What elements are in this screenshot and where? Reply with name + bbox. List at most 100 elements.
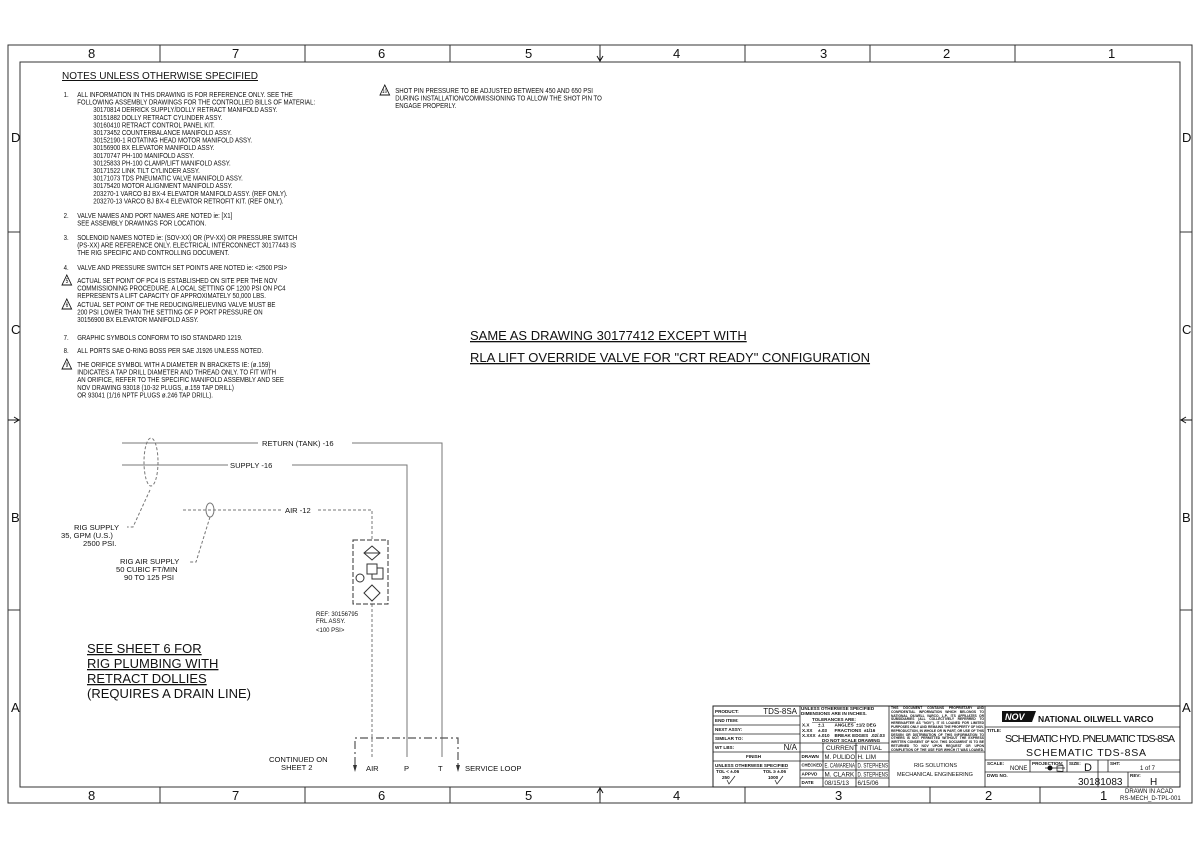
note-line: GRAPHIC SYMBOLS CONFORM TO ISO STANDARD …: [77, 334, 242, 342]
no-scale-note: DO NOT SCALE DRAWING: [822, 738, 881, 743]
note-reference-drawing: 30171522 LINK TILT CYLINDER ASSY.: [93, 167, 200, 175]
note-line: ACTUAL SET POINT OF THE REDUCING/RELIEVI…: [77, 301, 276, 309]
zone-row-label: B: [11, 510, 20, 525]
sheet-note-line: RETRACT DOLLIES: [87, 671, 207, 686]
frl-ref: REF: 30156795: [316, 612, 359, 618]
note-line: INDICATES A TAP DRILL DIAMETER AND THREA…: [77, 369, 276, 377]
next-assy-label: NEXT ASSY:: [715, 727, 743, 732]
port-p: P: [404, 764, 409, 773]
note-reference-drawing: 30175420 MOTOR ALIGNMENT MANIFOLD ASSY.: [93, 183, 232, 191]
continued-sheet: SHEET 2: [281, 763, 313, 772]
zone-row-label: C: [1182, 322, 1191, 337]
note-number: 5: [66, 279, 69, 286]
zone-column-label: 4: [673, 46, 680, 61]
drawing-title-2: SCHEMATIC TDS-8SA: [1026, 747, 1146, 759]
zone-column-label: 7: [232, 46, 239, 61]
schematic: RETURN (TANK) -16 SUPPLY -16 AIR -12 RIG…: [61, 437, 521, 773]
signoff-initial: H. LIM: [858, 754, 877, 761]
tolerance-value: ±.03: [818, 728, 827, 733]
note-line: SHOT PIN PRESSURE TO BE ADJUSTED BETWEEN…: [395, 87, 593, 95]
note-number: 3.: [64, 234, 69, 242]
zone-row-label: D: [1182, 130, 1191, 145]
zone-column-label: 5: [525, 788, 532, 803]
note-line: DURING INSTALLATION/COMMISSIONING TO ALL…: [395, 95, 602, 103]
note-item: 4.VALVE AND PRESSURE SWITCH SET POINTS A…: [64, 264, 288, 272]
logo-text: NOV: [1005, 712, 1026, 722]
air-line-label: AIR -12: [285, 506, 311, 515]
template-id: RS-MECH_D-TPL-001: [1120, 796, 1181, 802]
tol-heading: UNLESS OTHERWISE SPECIFIED: [715, 763, 789, 768]
note-item: 6 ACTUAL SET POINT OF THE REDUCING/RELIEV…: [61, 298, 276, 324]
rig-air-supply-label: RIG AIR SUPPLY: [120, 557, 179, 566]
note-item: 5 ACTUAL SET POINT OF PC4 IS ESTABLISHED …: [61, 274, 286, 300]
tolerance-value: X.XXX: [802, 733, 816, 738]
zone-column-label: 3: [820, 46, 827, 61]
centering-arrow-icon: [8, 50, 1192, 800]
note-number: 10: [382, 89, 387, 96]
tolerance-value: ±.1: [818, 723, 825, 728]
drawing-title-1: SCHEMATIC HYD. PNEUMATIC TDS-8SA: [1005, 733, 1175, 745]
zone-column-label: 6: [378, 46, 385, 61]
note-line: ACTUAL SET POINT OF PC4 IS ESTABLISHED O…: [77, 277, 278, 285]
air-line: [183, 509, 373, 757]
signoff-current: M. PULIDO: [825, 754, 856, 761]
signoff-label: DATE: [802, 780, 814, 785]
tolerance-value: X.X: [802, 723, 810, 728]
note-line: (PS-XX) ARE REFERENCE ONLY. ELECTRICAL I…: [77, 242, 296, 250]
note-item: 10 SHOT PIN PRESSURE TO BE ADJUSTED BETWE…: [379, 84, 602, 111]
note-line: THE RIG SPECIFIC AND CONTROLLING DOCUMEN…: [77, 250, 229, 258]
drawn-in-note: DRAWN IN ACAD: [1125, 789, 1174, 795]
tol-lt: TOL < ±.06: [716, 769, 740, 774]
note-line: ENGAGE PROPERLY.: [395, 103, 456, 111]
zone-column-label: 2: [985, 788, 992, 803]
note-reference-drawing: 30160410 RETRACT CONTROL PANEL KIT.: [93, 122, 215, 130]
note-line: VALVE NAMES AND PORT NAMES ARE NOTED ie:…: [77, 212, 232, 220]
zone-column-label: 5: [525, 46, 532, 61]
note-item: 8.ALL PORTS SAE O-RING BOSS PER SAE J192…: [64, 347, 264, 355]
surface-finish-icon: [726, 775, 784, 785]
return-line: [122, 442, 443, 757]
current-header: CURRENT: [826, 745, 858, 752]
projection-label: PROJECTION:: [1032, 761, 1064, 766]
note-line: SOLENOID NAMES NOTED ie: (SOV-XX) OR (PV…: [77, 234, 297, 242]
tolerance-value: X.XX: [802, 728, 813, 733]
note-number: 6: [66, 303, 69, 310]
port-air: AIR: [366, 764, 379, 773]
tolerance-value: BREAK EDGES: [835, 733, 869, 738]
finish-lt: 250: [722, 775, 730, 780]
weight-value: N/A: [784, 743, 798, 752]
note-item: 2.VALVE NAMES AND PORT NAMES ARE NOTED i…: [64, 212, 233, 227]
zone-column-label: 1: [1108, 46, 1115, 61]
nov-logo: NOV: [1002, 711, 1036, 722]
zone-row-label: D: [11, 130, 20, 145]
tol-ge: TOL ≥ ±.06: [763, 769, 786, 774]
revision-flag-icon: [61, 298, 73, 310]
supply-line: [122, 464, 408, 757]
zone-row-label: B: [1182, 510, 1191, 525]
department: RIG SOLUTIONS: [914, 763, 957, 769]
rev-label: REV:: [1130, 773, 1141, 778]
rig-supply-bundle: [143, 437, 159, 487]
dims-heading: UNLESS OTHERWISE SPECIFIED DIMENSIONS AR…: [801, 706, 875, 716]
note-number: 9: [66, 363, 69, 370]
leader: [190, 516, 211, 563]
size-value: D: [1084, 762, 1092, 774]
frl-name: FRL ASSY.: [316, 619, 346, 625]
scale-value: NONE: [1010, 766, 1027, 772]
revision-flag-icon: [379, 84, 391, 96]
tolerance-value: ±.010: [818, 733, 830, 738]
dwg-no-label: DWG NO.: [987, 773, 1008, 778]
sheet-value: 1 of 7: [1140, 766, 1156, 772]
service-loop-label: SERVICE LOOP: [465, 764, 521, 773]
zone-column-label: 8: [88, 788, 95, 803]
product-label: PRODUCT:: [715, 709, 739, 714]
signoff-current: E. CAMARENA: [825, 763, 856, 770]
signoff-label: DRAWN: [802, 754, 820, 759]
leader: [127, 489, 151, 528]
size-label: SIZE:: [1069, 761, 1081, 766]
note-line: OR 93041 (1/16 NPTF PLUGS ø.246 TAP DRIL…: [77, 392, 213, 400]
zone-column-label: 8: [88, 46, 95, 61]
